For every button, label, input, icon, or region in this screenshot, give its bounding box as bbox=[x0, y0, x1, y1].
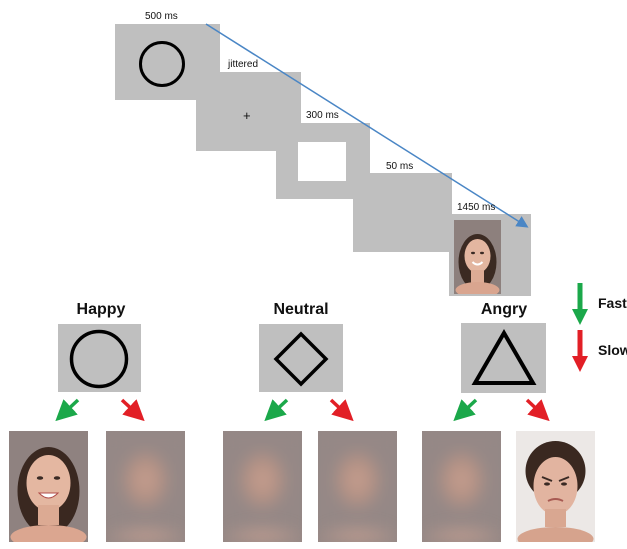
blurred-face-photo bbox=[106, 431, 185, 542]
target-face-photo bbox=[454, 220, 501, 294]
blurred-face-photo bbox=[422, 431, 501, 542]
screen-mask bbox=[353, 173, 452, 252]
happy-fast-arrow bbox=[55, 398, 80, 422]
angry-face-photo bbox=[516, 431, 595, 542]
happy-face-photo bbox=[9, 431, 88, 542]
condition-label-neutral: Neutral bbox=[273, 301, 329, 318]
duration-label-blank: 300 ms bbox=[306, 110, 339, 121]
happy-slow-arrow bbox=[120, 398, 145, 422]
condition-label-happy: Happy bbox=[76, 301, 126, 318]
duration-label-target: 1450 ms bbox=[457, 202, 496, 213]
blurred-face-photo bbox=[318, 431, 397, 542]
duration-label-fixation: jittered bbox=[228, 59, 259, 70]
fixation-cross: + bbox=[243, 108, 251, 123]
diamond-shape-icon bbox=[273, 331, 329, 387]
condition-label-angry: Angry bbox=[480, 301, 528, 318]
angry-slow-arrow bbox=[525, 398, 550, 422]
duration-label-mask: 50 ms bbox=[386, 161, 414, 172]
cue-circle-icon bbox=[139, 41, 185, 87]
circle-shape-icon bbox=[69, 329, 129, 389]
neutral-slow-arrow bbox=[329, 398, 354, 422]
blurred-face-photo bbox=[223, 431, 302, 542]
white-rectangle bbox=[298, 142, 346, 181]
fast-label: Fast bbox=[598, 295, 627, 311]
fast-arrow-icon bbox=[572, 283, 588, 325]
slow-label: Slow bbox=[598, 342, 627, 358]
angry-fast-arrow bbox=[453, 398, 478, 422]
neutral-fast-arrow bbox=[264, 398, 289, 422]
triangle-shape-icon bbox=[471, 329, 537, 385]
duration-label-cue: 500 ms bbox=[145, 11, 178, 22]
slow-arrow-icon bbox=[572, 330, 588, 372]
